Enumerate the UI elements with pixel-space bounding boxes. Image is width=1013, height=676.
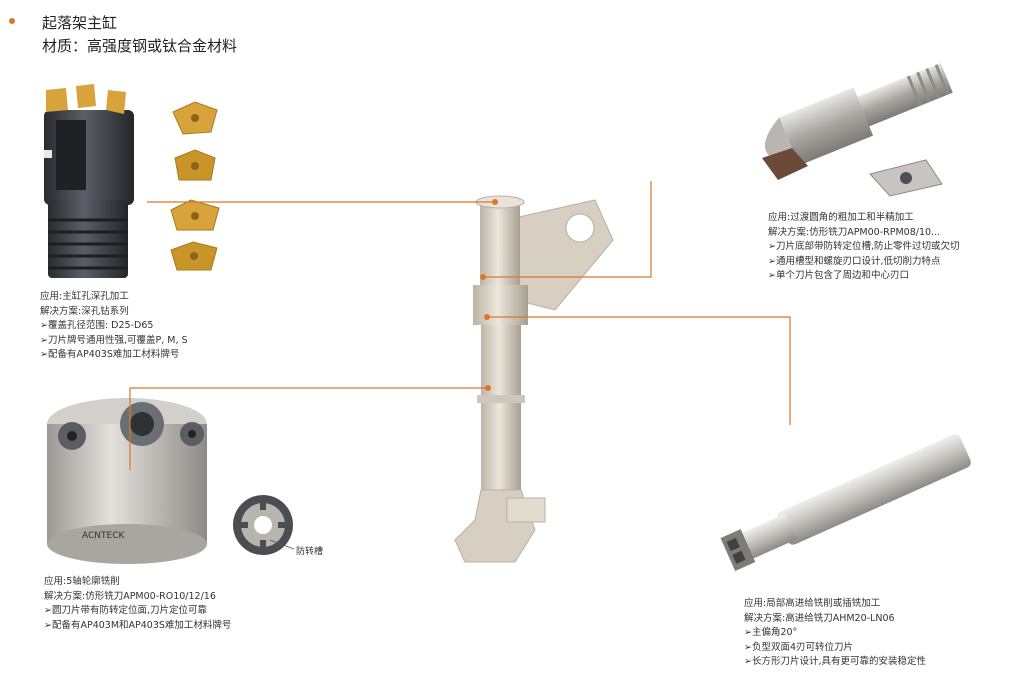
facemill-info: 应用:5轴轮廓铣削 解决方案:仿形铣刀APM00-RO10/12/16 ➢圆刀片…: [44, 575, 231, 633]
drill-line: 解决方案:深孔钻系列: [40, 305, 129, 317]
deep-hole-drill-image: [36, 80, 146, 285]
facemill-line: 应用:5轴轮廓铣削: [44, 576, 120, 587]
ballnose-line: ➢单个刀片包含了周边和中心刃口: [768, 270, 909, 281]
ballnose-line: ➢通用槽型和螺旋刃口设计,低切削力特点: [768, 255, 941, 267]
endmill-info: 应用:局部高进给铣削或插铣加工 解决方案:高进给铣刀AHM20-LN06 ➢主偏…: [744, 597, 926, 670]
landing-gear-cylinder-image: [445, 190, 620, 570]
anti-rotation-groove-label: 防转槽: [296, 547, 324, 557]
endmill-line: 解决方案:高进给铣刀AHM20-LN06: [744, 612, 895, 624]
high-feed-end-mill-image: [715, 418, 975, 578]
face-mill-brand: ACNTECK: [82, 531, 125, 541]
endmill-line: ➢长方形刀片设计,具有更可靠的安装稳定性: [744, 656, 926, 667]
ballnose-line: 应用:过渡圆角的粗加工和半精加工: [768, 212, 914, 223]
ballnose-info: 应用:过渡圆角的粗加工和半精加工 解决方案:仿形铣刀APM00-RPM08/10…: [768, 211, 959, 284]
ballnose-line: 解决方案:仿形铣刀APM00-RPM08/10...: [768, 226, 941, 238]
facemill-line: 解决方案:仿形铣刀APM00-RO10/12/16: [44, 590, 216, 602]
drill-line: ➢刀片牌号通用性强,可覆盖P, M, S: [40, 334, 188, 346]
endmill-line: ➢负型双面4刃可转位刀片: [744, 641, 854, 653]
page-subtitle: 材质：高强度钢或钛合金材料: [42, 37, 238, 55]
ballnose-line: ➢刀片底部带防转定位槽,防止零件过切或欠切: [768, 241, 960, 252]
page-title: 起落架主缸: [42, 14, 118, 32]
facemill-line: ➢配备有AP403M和AP403S难加工材料牌号: [44, 619, 232, 631]
drill-inserts-image: [165, 98, 225, 278]
round-insert-image: [230, 492, 296, 558]
face-mill-cutter-image: ACNTECK: [42, 388, 212, 568]
drill-line: ➢覆盖孔径范围: D25-D65: [40, 320, 154, 331]
endmill-line: 应用:局部高进给铣削或插铣加工: [744, 598, 881, 609]
drill-line: ➢配备有AP403S难加工材料牌号: [40, 349, 180, 360]
facemill-line: ➢圆刀片带有防转定位面,刀片定位可靠: [44, 605, 207, 616]
ball-nose-cutter-image: [730, 62, 975, 202]
drill-info: 应用:主缸孔深孔加工 解决方案:深孔钻系列 ➢覆盖孔径范围: D25-D65 ➢…: [40, 290, 188, 363]
drill-line: 应用:主缸孔深孔加工: [40, 291, 129, 302]
header-bullet: [9, 18, 15, 24]
endmill-line: ➢主偏角20°: [744, 627, 798, 638]
